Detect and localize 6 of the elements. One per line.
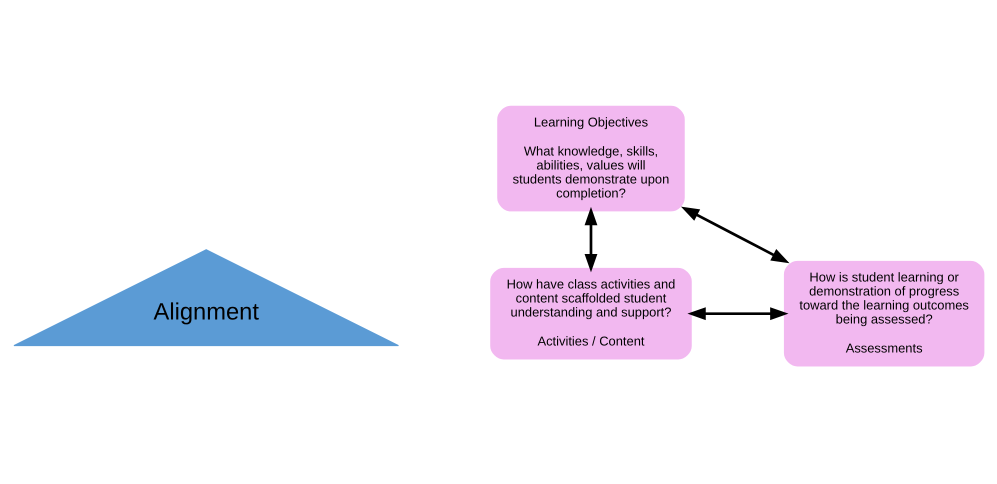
node-box: How is student learning or demonstration of progress toward the learning outcomes being assessed? Assessments	[783, 260, 984, 366]
node-box: How have class activities and content scaffolded student understanding and support? Activities / Content	[490, 268, 692, 360]
arrow	[680, 206, 790, 264]
arrow	[686, 307, 788, 320]
arrow	[584, 206, 597, 272]
node-box: Learning Objectives What knowledge, skills, abilities, values will students demonstrate upon completion?	[496, 106, 684, 212]
